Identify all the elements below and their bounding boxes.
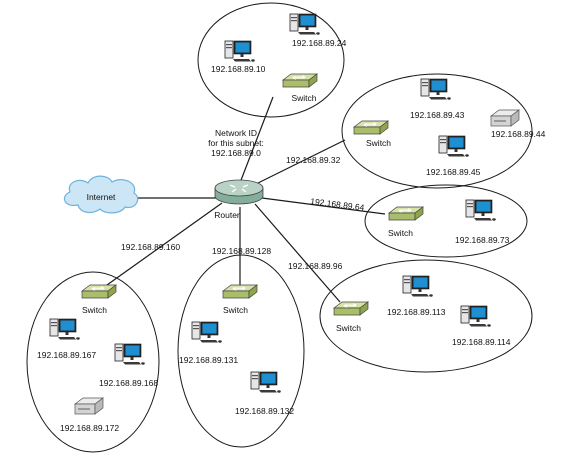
switch-label: Switch [366, 138, 391, 148]
subnet-128-boundary [177, 254, 305, 448]
subnet-64: Switch 192.168.89.73 [388, 199, 510, 245]
subnet-top-boundary [197, 2, 345, 118]
subnet-32: Switch 192.168.89.43 192.168.89.44 192.1… [353, 78, 546, 177]
router-label: Router [214, 210, 240, 220]
computer-icon [289, 13, 321, 36]
internet-cloud: Internet [63, 175, 139, 214]
subnet-top: 192.168.89.24 192.168.89.10 Switch [211, 13, 347, 103]
pc-address: 192.168.89.73 [455, 235, 510, 245]
network-id-line-2: for this subnet: [208, 138, 264, 148]
computer-icon [250, 371, 282, 394]
pc-address: 192.168.89.43 [410, 110, 465, 120]
switch-label: Switch [291, 93, 316, 103]
subnet-boundaries [26, 2, 533, 453]
subnet-160: Switch 192.168.89.167 192.168.89.168 192… [37, 284, 158, 433]
subnet-32-boundary [341, 73, 533, 189]
switch-label: Switch [336, 323, 361, 333]
computer-icon [402, 275, 434, 298]
link-label-96: 192.168.89.96 [288, 261, 343, 271]
network-links [99, 96, 386, 303]
switch-icon [353, 120, 389, 135]
pc-address: 192.168.89.45 [426, 167, 481, 177]
pc-address: 192.168.89.114 [452, 337, 511, 347]
computer-icon [438, 135, 470, 158]
subnet-96-boundary [319, 259, 533, 373]
link-32 [257, 139, 346, 184]
pc-address: 192.168.89.132 [235, 406, 294, 416]
router: Router Network ID for this subnet: 192.1… [208, 128, 264, 220]
link-label-128: 192.168.89.128 [212, 246, 271, 256]
subnet-160-boundary [26, 271, 160, 453]
switch-icon [282, 73, 318, 88]
computer-icon [460, 305, 492, 328]
computer-icon [49, 318, 81, 341]
subnet-96: Switch 192.168.89.113 192.168.89.114 [333, 275, 511, 347]
router-icon [214, 179, 264, 205]
internet-label: Internet [87, 192, 116, 202]
subnet-64-boundary [364, 184, 528, 258]
computer-icon [114, 343, 146, 366]
subnet-128: Switch 192.168.89.131 192.168.89.132 [179, 284, 294, 416]
computer-icon [224, 40, 256, 63]
pc-address: 192.168.89.167 [37, 350, 96, 360]
pc-address: 192.168.89.168 [99, 378, 158, 388]
printer-icon [74, 397, 104, 415]
link-label-160: 192.168.89.160 [121, 242, 180, 252]
pc-address: 192.168.89.131 [179, 355, 238, 365]
computer-icon [465, 199, 497, 222]
switch-icon [333, 301, 369, 316]
pc-address: 192.168.89.24 [292, 38, 347, 48]
link-label-64: 192.168.89.64 [310, 196, 365, 213]
switch-icon [222, 284, 258, 299]
computer-icon [420, 78, 452, 101]
printer-address: 192.168.89.44 [491, 129, 546, 139]
switch-label: Switch [388, 228, 413, 238]
switch-icon [81, 284, 117, 299]
link-label-32: 192.168.89.32 [286, 155, 341, 165]
link-96 [254, 203, 341, 303]
switch-icon [388, 206, 424, 221]
printer-address: 192.168.89.172 [60, 423, 119, 433]
pc-address: 192.168.89.113 [387, 307, 446, 317]
network-id-line-1: Network ID [215, 128, 257, 138]
cloud-icon [63, 175, 139, 214]
printer-icon [490, 109, 520, 127]
computer-icon [191, 321, 223, 344]
switch-label: Switch [223, 305, 248, 315]
link-top [237, 96, 274, 189]
link-160 [99, 202, 223, 291]
network-id-line-3: 192.168.89.0 [211, 148, 261, 158]
switch-label: Switch [82, 305, 107, 315]
pc-address: 192.168.89.10 [211, 64, 266, 74]
link-64 [261, 197, 386, 215]
link-labels: 192.168.89.32 192.168.89.64 192.168.89.9… [121, 155, 365, 271]
